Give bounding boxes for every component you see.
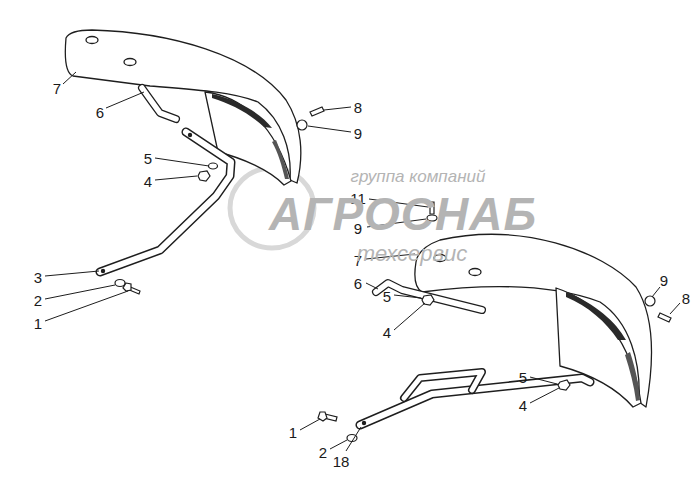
- callout-number: 2: [34, 293, 42, 308]
- bracket-fill: [376, 283, 482, 310]
- bracket-fill: [142, 88, 176, 119]
- leader-line: [45, 285, 115, 299]
- leader-line: [308, 126, 351, 132]
- callout-number: 2: [319, 445, 327, 460]
- leader-line: [652, 287, 660, 297]
- watermark-text: техсервис: [357, 243, 468, 265]
- callout-number: 8: [682, 291, 690, 306]
- leader-lines: [45, 72, 680, 451]
- leader-line: [394, 303, 425, 330]
- fender-shade: [625, 352, 640, 401]
- washer: [115, 280, 125, 287]
- leader-line: [155, 158, 209, 166]
- washer: [297, 120, 307, 130]
- stay-hole: [362, 421, 366, 425]
- watermark-text: АГРОСНАБ: [269, 191, 537, 237]
- bolt: [658, 313, 671, 322]
- washer: [209, 163, 218, 169]
- leader-line: [45, 291, 128, 321]
- leader-line: [63, 72, 76, 84]
- nut: [198, 171, 210, 181]
- callout-number: 18: [333, 454, 350, 469]
- leader-line: [106, 92, 144, 108]
- callout-number: 7: [53, 81, 61, 96]
- step-loop-fill: [404, 372, 482, 398]
- right-fasteners: [318, 202, 671, 442]
- bolt-head: [123, 283, 131, 291]
- watermark-text: группа компаний: [351, 168, 486, 185]
- leader-line: [155, 176, 197, 180]
- nut: [558, 380, 570, 390]
- bolt: [310, 107, 324, 116]
- right-brackets: [360, 283, 590, 425]
- callout-number: 4: [519, 398, 527, 413]
- mount-hole: [124, 59, 136, 66]
- stay-hole: [188, 133, 192, 137]
- leader-line: [324, 107, 351, 110]
- leader-line: [346, 427, 361, 451]
- stay-outline: [100, 132, 231, 272]
- leader-line: [530, 377, 557, 384]
- callout-number: 4: [144, 174, 152, 189]
- callout-number: 9: [354, 126, 362, 141]
- fender-shade: [566, 292, 626, 340]
- left-fender: [65, 30, 301, 185]
- callout-number: 6: [96, 105, 104, 120]
- callout-number: 9: [660, 273, 668, 288]
- leader-line: [530, 388, 559, 403]
- mount-hole: [469, 269, 481, 276]
- mount-hole: [86, 37, 98, 44]
- fender-side: [556, 288, 641, 407]
- callout-number: 1: [289, 425, 297, 440]
- callout-number: 4: [383, 325, 391, 340]
- left-brackets: [100, 88, 231, 273]
- fender-shade: [212, 94, 272, 128]
- leader-line: [670, 303, 680, 314]
- callout-number: 8: [354, 100, 362, 115]
- stay-fill: [100, 132, 231, 272]
- callout-number: 1: [34, 316, 42, 331]
- fender-shade: [272, 140, 289, 179]
- washer: [645, 296, 655, 306]
- leader-line: [366, 283, 378, 289]
- leader-line: [45, 271, 99, 276]
- callout-number: 5: [144, 151, 152, 166]
- fender-side: [205, 92, 291, 185]
- step-loop-outline: [404, 372, 482, 398]
- leader-line: [394, 295, 421, 298]
- leader-line: [330, 440, 347, 449]
- callout-number: 6: [354, 276, 362, 291]
- stay-hole: [101, 269, 105, 273]
- leader-line: [300, 419, 320, 430]
- bracket-outline: [376, 283, 482, 310]
- callout-number: 5: [519, 370, 527, 385]
- callout-number: 5: [383, 289, 391, 304]
- callout-number: 3: [34, 270, 42, 285]
- bracket-outline: [142, 88, 176, 119]
